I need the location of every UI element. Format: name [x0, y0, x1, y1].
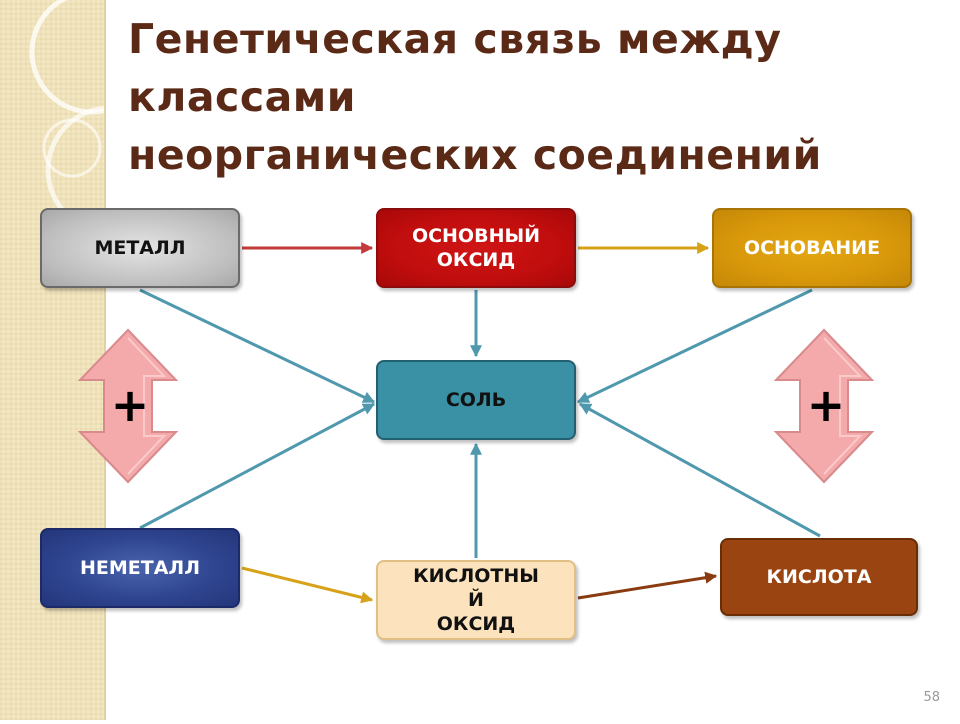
connector-metal-salt	[139, 288, 376, 404]
double-arrow-icon	[773, 328, 875, 484]
box-basic-oxide-label: ОСНОВНЫЙ ОКСИД	[411, 225, 541, 271]
title-line-3: неорганических соединений	[128, 131, 822, 179]
connector-acid-salt	[578, 402, 821, 538]
box-nonmetal-label: НЕМЕТАЛЛ	[80, 557, 200, 579]
box-metal: МЕТАЛЛ	[40, 208, 240, 288]
box-acid-oxide: КИСЛОТНЫ Й ОКСИД	[376, 560, 576, 640]
box-acid-oxide-label: КИСЛОТНЫ Й ОКСИД	[413, 565, 539, 635]
connector-nonmetal-salt	[139, 402, 376, 530]
plus-sign-left: +	[110, 378, 150, 432]
title-line-2: классами	[128, 73, 357, 121]
box-acid-label: КИСЛОТА	[766, 566, 872, 588]
connector-nonmetal-acid-oxide	[241, 566, 374, 604]
slide-title: Генетическая связь между классами неорга…	[128, 10, 948, 184]
box-base: ОСНОВАНИЕ	[712, 208, 912, 288]
plus-sign-right: +	[806, 378, 846, 432]
connector-base-salt	[576, 288, 813, 404]
box-acid: КИСЛОТА	[720, 538, 918, 616]
connector-acid-oxide-acid	[577, 571, 718, 600]
box-salt-label: СОЛЬ	[445, 389, 507, 411]
box-basic-oxide: ОСНОВНЫЙ ОКСИД	[376, 208, 576, 288]
double-arrow-icon	[77, 328, 179, 484]
box-nonmetal: НЕМЕТАЛЛ	[40, 528, 240, 608]
page-number: 58	[923, 690, 940, 705]
box-salt: СОЛЬ	[376, 360, 576, 440]
box-metal-label: МЕТАЛЛ	[94, 237, 186, 259]
decorative-sidebar	[0, 0, 175, 720]
box-base-label: ОСНОВАНИЕ	[743, 237, 881, 259]
title-line-1: Генетическая связь между	[128, 15, 782, 63]
